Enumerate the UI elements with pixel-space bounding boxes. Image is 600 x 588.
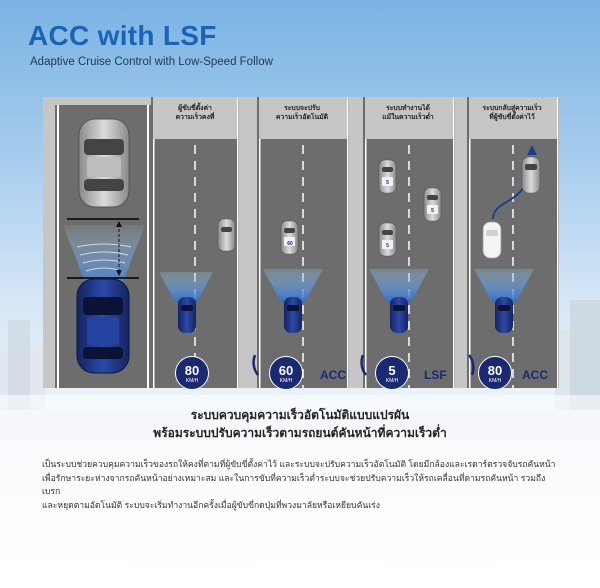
description-paragraph: เป็นระบบช่วยควบคุมความเร็วของรถให้คงที่ต…: [42, 459, 556, 510]
mode-label: ACC: [320, 368, 346, 382]
scene-roads: [151, 97, 559, 388]
decrease-arrow-icon: [360, 354, 368, 376]
lead-car-badge: 5: [386, 180, 389, 186]
mode-label: LSF: [424, 368, 447, 382]
scene-1: [159, 218, 236, 333]
summary-heading-line-1: ระบบควบคุมความเร็วอัตโนมัติแบบแปรผัน: [190, 408, 410, 422]
page-title: ACC with LSF: [28, 20, 217, 51]
lead-car-large: [78, 118, 130, 208]
ego-car-large: [76, 278, 130, 374]
radar-beam-large: [63, 225, 145, 287]
acc-diagram: 60 5 5 5: [55, 97, 559, 388]
arrow-up-icon: [527, 145, 537, 155]
page-subtitle: Adaptive Cruise Control with Low-Speed F…: [30, 56, 273, 68]
lead-car-badge: 5: [386, 243, 389, 249]
scene-2-label: ระบบจะปรับความเร็วอัตโนมัติ: [275, 105, 329, 121]
scene-4-label: ระบบกลับสู่ความเร็วที่ผู้ขับขี่ตั้งค่าไว…: [482, 105, 542, 121]
scene-1-label: ผู้ขับขี่ตั้งค่าความเร็วคงที่: [175, 105, 215, 121]
mode-label: ACC: [522, 368, 548, 382]
scene-4: [474, 145, 541, 333]
summary-heading-line-2: พร้อมระบบปรับความเร็วตามรถยนต์คันหน้าที่…: [153, 426, 447, 440]
main-road: [55, 105, 151, 388]
scene-3: [369, 159, 442, 333]
scene-3-label: ระบบทำงานได้แม้ในความเร็วต่ำ: [382, 105, 434, 121]
lead-car-badge: 60: [287, 241, 293, 247]
scene-2: [263, 220, 323, 333]
decrease-arrow-icon: [252, 354, 260, 376]
lead-car-badge: 5: [431, 208, 434, 214]
increase-arrow-icon: [467, 354, 475, 376]
text-section: [0, 395, 600, 588]
